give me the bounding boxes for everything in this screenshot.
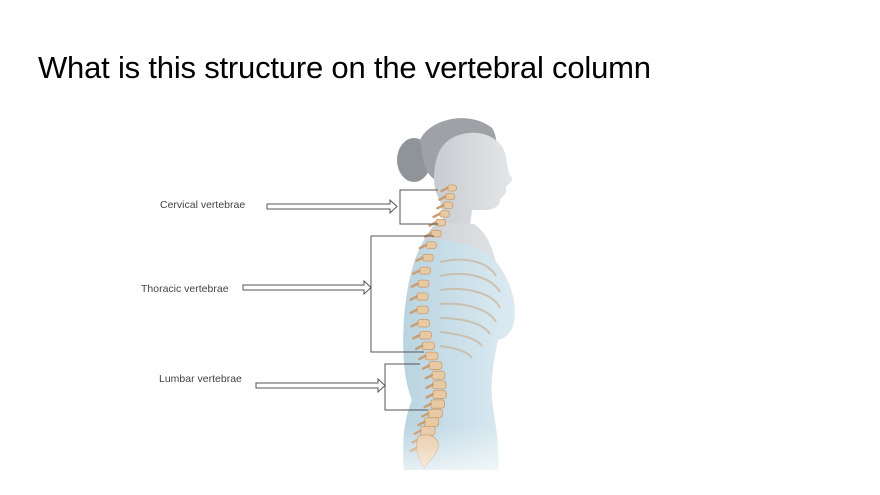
- thoracic-bracket: [370, 235, 434, 353]
- fade-overlay: [380, 110, 540, 495]
- cervical-arrow: [266, 198, 398, 215]
- lumbar-arrow: [255, 377, 386, 394]
- thoracic-arrow: [242, 279, 372, 296]
- lumbar-vertebrae-label: Lumbar vertebrae: [159, 373, 242, 385]
- cervical-vertebrae-label: Cervical vertebrae: [160, 199, 246, 211]
- slide-title: What is this structure on the vertebral …: [38, 50, 651, 85]
- brackets: [370, 189, 438, 411]
- cervical-bracket: [399, 189, 438, 225]
- thoracic-vertebrae-label: Thoracic vertebrae: [141, 283, 229, 295]
- arrows: [242, 198, 398, 394]
- lumbar-bracket: [384, 363, 428, 411]
